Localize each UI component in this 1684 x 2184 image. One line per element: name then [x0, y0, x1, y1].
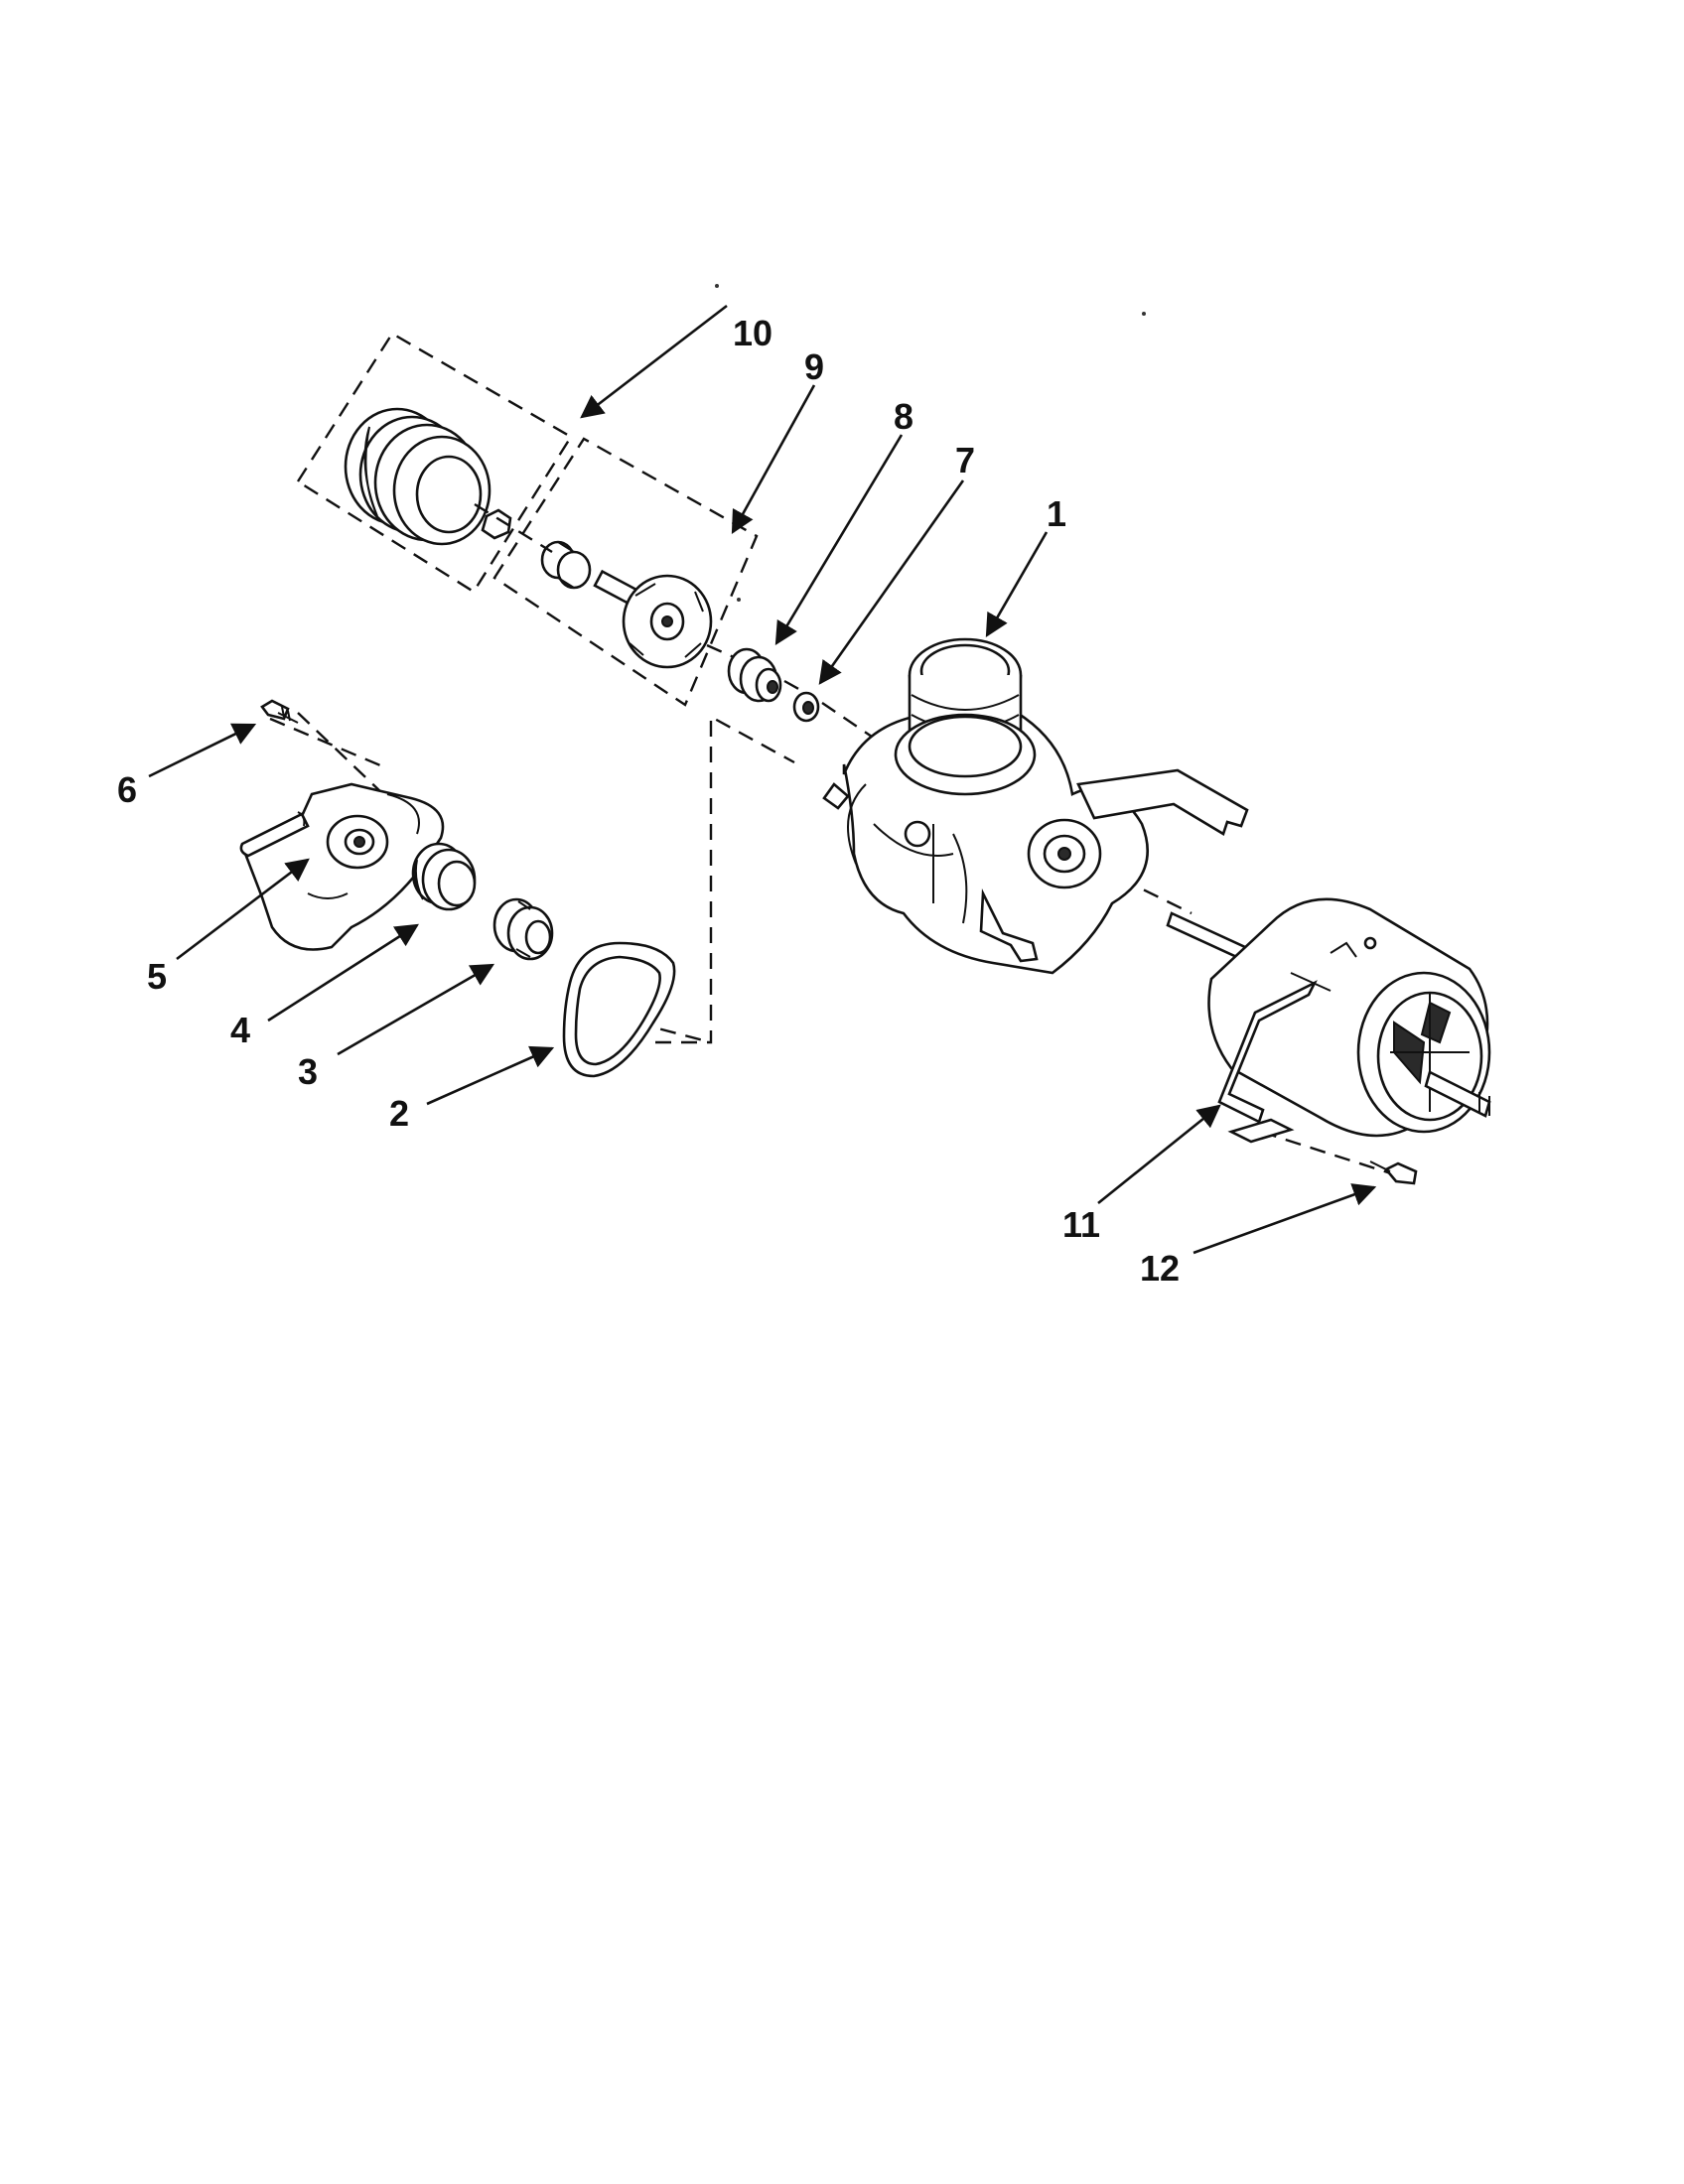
- callout-2: 2: [389, 1093, 409, 1134]
- part-4-seal-ring: [411, 842, 477, 911]
- part-10-group: [296, 332, 573, 594]
- part-5-drain-pump: [239, 782, 445, 951]
- callout-11: 11: [1062, 1204, 1100, 1245]
- leader-3: [337, 963, 495, 1056]
- leader-9: [731, 384, 816, 535]
- callout-9: 9: [804, 346, 824, 387]
- part-10-seal-assembly: [344, 407, 491, 546]
- callout-7: 7: [955, 440, 975, 480]
- part-6-screw: [260, 699, 299, 724]
- leader-lines: [148, 304, 1377, 1255]
- part-1-pump-housing: [822, 637, 1249, 975]
- leader-6: [148, 723, 257, 778]
- scan-speck: [1142, 312, 1146, 316]
- part-8-seal: [727, 647, 782, 703]
- leader-2: [426, 1045, 555, 1106]
- leader-10: [580, 304, 728, 419]
- callouts: 10 9 8 7 1 6 5 4 3 2 11 12: [117, 313, 1180, 1289]
- part-10-washer: [481, 508, 512, 540]
- callout-4: 4: [230, 1010, 250, 1050]
- leader-8: [774, 434, 904, 646]
- leader-5: [176, 858, 310, 961]
- callout-5: 5: [147, 956, 167, 997]
- leader-1: [985, 531, 1049, 638]
- part-9-impeller: [593, 569, 713, 669]
- part-11-motor: [1166, 897, 1491, 1144]
- part-3-grommet: [492, 897, 554, 961]
- leader-4: [267, 923, 419, 1023]
- callout-1: 1: [1047, 493, 1066, 534]
- part-2-gasket: [562, 941, 676, 1078]
- callout-6: 6: [117, 769, 137, 810]
- part-12-screw: [1369, 1160, 1418, 1185]
- leader-12: [1193, 1183, 1377, 1255]
- part-7-washer: [792, 691, 820, 723]
- callout-8: 8: [894, 396, 913, 437]
- scan-speck: [715, 284, 719, 288]
- part-9-bushing: [540, 540, 592, 590]
- leader-11: [1097, 1104, 1221, 1205]
- scan-speck: [737, 598, 741, 602]
- part-9-group: [492, 437, 759, 707]
- leader-7: [818, 479, 965, 685]
- callout-12: 12: [1140, 1248, 1180, 1289]
- callout-10: 10: [733, 313, 772, 353]
- callout-3: 3: [298, 1051, 318, 1092]
